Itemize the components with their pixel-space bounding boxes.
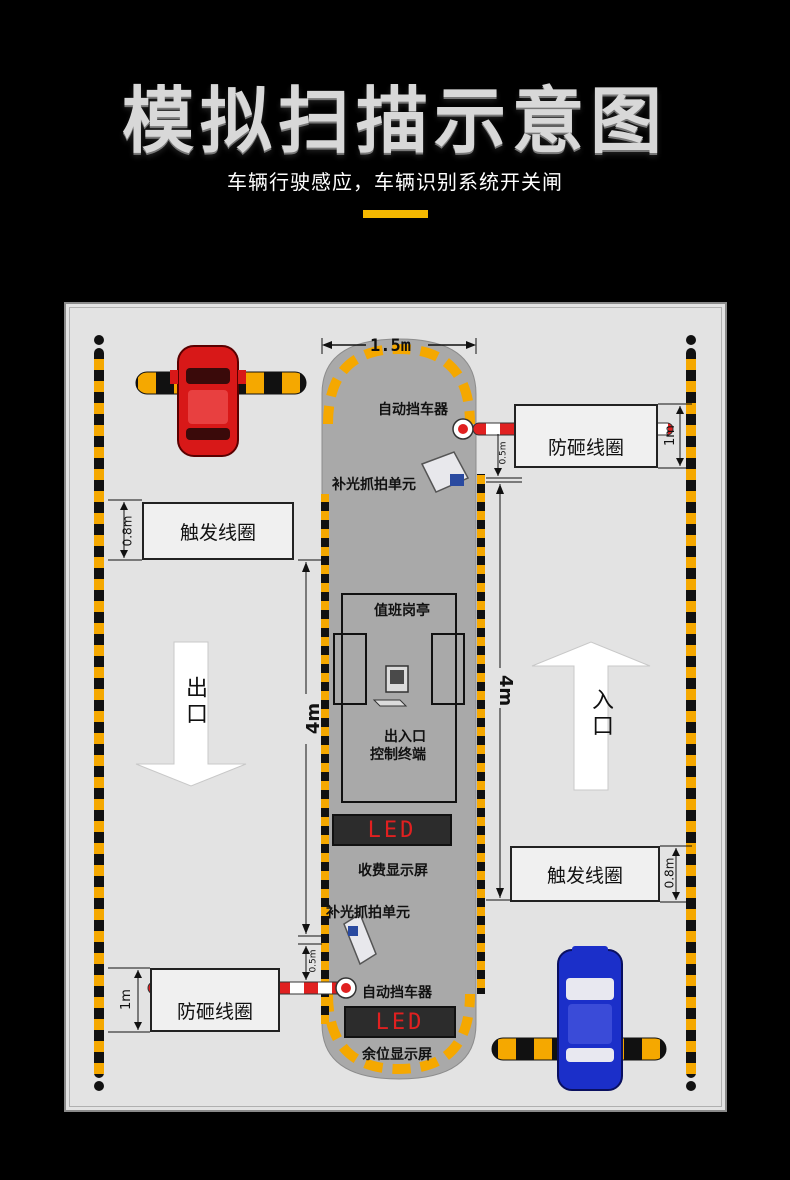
safety-island xyxy=(321,338,485,1080)
booth-outline xyxy=(341,593,457,803)
island-width-label: 1.5m xyxy=(370,336,411,356)
exit-label: 出口 xyxy=(182,676,207,728)
dim-exit-antismash xyxy=(108,967,150,1033)
dim-entry-trigger xyxy=(660,845,692,903)
page-subtitle: 车辆行驶感应，车辆识别系统开关闸 xyxy=(227,170,563,194)
car-top-icon xyxy=(170,345,246,457)
entry-trigger-loop: 触发线圈 xyxy=(510,846,660,902)
page-title: 模拟扫描示意图 xyxy=(121,79,668,163)
lane-line-left xyxy=(94,335,104,1091)
camera-bottom-icon xyxy=(343,912,377,966)
dim-entry-length xyxy=(486,481,522,901)
exit-gap-dim: 0.5m xyxy=(308,949,319,973)
exit-trigger-loop: 触发线圈 xyxy=(142,502,294,560)
exit-length-dim: 4m xyxy=(303,702,325,735)
exit-trigger-dim: 0.8m xyxy=(120,515,135,547)
entry-label: 入口 xyxy=(588,688,613,740)
booth-label: 值班岗亭 xyxy=(374,603,430,619)
entry-antismash-dim: 1m xyxy=(662,425,678,446)
dim-exit-length xyxy=(298,559,322,937)
car-bottom-icon xyxy=(557,946,623,1091)
entry-length-dim: 4m xyxy=(495,674,517,707)
camera-top-label: 补光抓拍单元 xyxy=(332,477,416,493)
terminal-label-1: 出入口 xyxy=(384,729,426,745)
barrier-bottom-label: 自动挡车器 xyxy=(362,985,432,1001)
exit-antismash-dim: 1m xyxy=(118,989,134,1010)
entry-gap-dim: 0.5m xyxy=(498,441,509,465)
diagram-border xyxy=(69,307,722,1107)
accent-bar xyxy=(363,210,428,218)
computer-icon xyxy=(372,665,409,707)
entry-arrow-icon xyxy=(531,641,651,791)
barrier-top-label: 自动挡车器 xyxy=(378,402,448,418)
booth-window-right xyxy=(431,633,465,705)
fee-led-display: LED xyxy=(332,814,452,846)
dim-entry-antismash xyxy=(658,403,692,469)
dim-exit-trigger xyxy=(108,499,142,561)
lane-line-right xyxy=(686,335,696,1091)
booth-window-left xyxy=(333,633,367,705)
fee-display-label: 收费显示屏 xyxy=(358,863,428,879)
scan-diagram: 1.5m 自动挡车器 补光抓拍单元 值班岗亭 出入口 控制终端 LED 收费显示… xyxy=(64,302,727,1112)
terminal-label-2: 控制终端 xyxy=(370,747,426,763)
dim-island-width xyxy=(321,338,477,354)
exit-antismash-loop: 防砸线圈 xyxy=(150,968,280,1032)
dim-entry-gap xyxy=(486,434,522,479)
entry-trigger-dim: 0.8m xyxy=(662,857,677,889)
entry-antismash-loop: 防砸线圈 xyxy=(514,404,658,468)
camera-top-icon xyxy=(420,451,470,493)
camera-bottom-label: 补光抓拍单元 xyxy=(326,905,410,921)
exit-arrow-icon xyxy=(135,641,247,787)
space-display-label: 余位显示屏 xyxy=(362,1047,432,1063)
dim-exit-gap xyxy=(298,943,322,980)
space-led-display: LED xyxy=(344,1006,456,1038)
